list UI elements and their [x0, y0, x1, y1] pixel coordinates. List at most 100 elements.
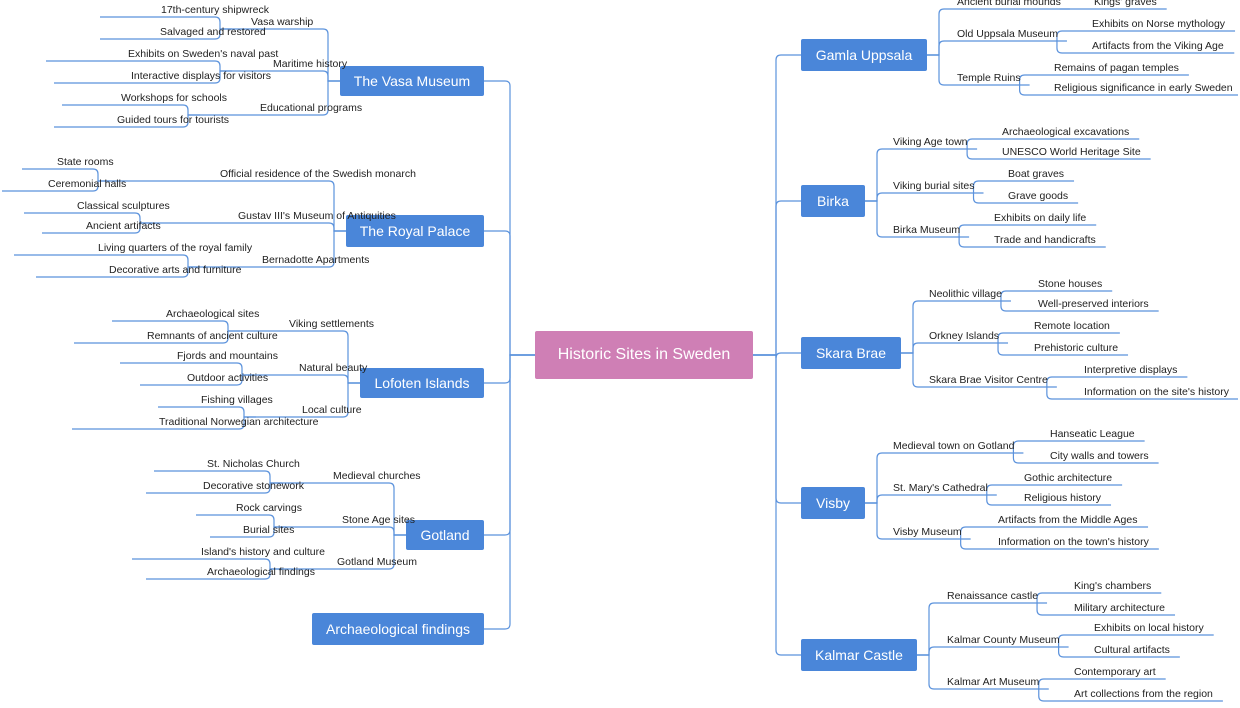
branch-visby[interactable]: Visby: [801, 487, 865, 519]
subtopic-grave-goods[interactable]: Grave goods: [1008, 190, 1069, 202]
link-artifacts-from-the-middle-ages: [960, 526, 1149, 539]
topic-neolithic-village[interactable]: Neolithic village: [929, 288, 1002, 300]
link-information-on-the-town-s-history: [960, 539, 1159, 550]
subtopic-archaeological-findings[interactable]: Archaeological findings: [207, 566, 315, 578]
topic-local-culture[interactable]: Local culture: [302, 404, 362, 416]
branch-lofoten-islands[interactable]: Lofoten Islands: [360, 368, 484, 398]
subtopic-traditional-norwegian-architecture[interactable]: Traditional Norwegian architecture: [159, 416, 319, 428]
topic-stone-age-sites[interactable]: Stone Age sites: [342, 514, 415, 526]
topic-kalmar-art-museum[interactable]: Kalmar Art Museum: [947, 676, 1040, 688]
subtopic-ancient-artifacts[interactable]: Ancient artifacts: [86, 220, 161, 232]
subtopic-outdoor-activities[interactable]: Outdoor activities: [187, 372, 269, 384]
subtopic-decorative-stonework[interactable]: Decorative stonework: [203, 480, 304, 492]
subtopic-hanseatic-league[interactable]: Hanseatic League: [1050, 428, 1135, 440]
subtopic-military-architecture[interactable]: Military architecture: [1074, 602, 1166, 614]
topic-medieval-churches[interactable]: Medieval churches: [333, 470, 421, 482]
subtopic-king-s-chambers[interactable]: King's chambers: [1074, 580, 1152, 592]
subtopic-st-nicholas-church[interactable]: St. Nicholas Church: [207, 458, 300, 470]
branch-gamla-uppsala[interactable]: Gamla Uppsala: [801, 39, 927, 71]
subtopic-remains-of-pagan-temples[interactable]: Remains of pagan temples: [1054, 62, 1179, 74]
subtopic-island-s-history-and-culture[interactable]: Island's history and culture: [201, 546, 325, 558]
topic-educational-programs[interactable]: Educational programs: [260, 102, 363, 114]
root-topic[interactable]: Historic Sites in Sweden: [535, 331, 753, 379]
subtopic-well-preserved-interiors[interactable]: Well-preserved interiors: [1038, 298, 1149, 310]
subtopic-city-walls-and-towers[interactable]: City walls and towers: [1050, 450, 1149, 462]
topic-medieval-town-on-gotland[interactable]: Medieval town on Gotland: [893, 440, 1015, 452]
branch-the-vasa-museum[interactable]: The Vasa Museum: [340, 66, 484, 96]
branch-skara-brae[interactable]: Skara Brae: [801, 337, 901, 369]
subtopic-burial-sites[interactable]: Burial sites: [243, 524, 295, 536]
link-maritime-history: [232, 70, 340, 82]
branch-gotland[interactable]: Gotland: [406, 520, 484, 550]
topic-vasa-warship[interactable]: Vasa warship: [251, 16, 314, 28]
subtopic-information-on-the-town-s-history[interactable]: Information on the town's history: [998, 536, 1149, 548]
topic-birka-museum[interactable]: Birka Museum: [893, 224, 961, 236]
link-ceremonial-halls: [2, 180, 110, 192]
subtopic-state-rooms[interactable]: State rooms: [57, 156, 114, 168]
subtopic-exhibits-on-sweden-s-naval-past[interactable]: Exhibits on Sweden's naval past: [128, 48, 279, 60]
topic-natural-beauty[interactable]: Natural beauty: [299, 362, 368, 374]
topic-kalmar-county-museum[interactable]: Kalmar County Museum: [947, 634, 1060, 646]
topic-visby-museum[interactable]: Visby Museum: [893, 526, 962, 538]
subtopic-boat-graves[interactable]: Boat graves: [1008, 168, 1065, 180]
topic-renaissance-castle[interactable]: Renaissance castle: [947, 590, 1039, 602]
topic-orkney-islands[interactable]: Orkney Islands: [929, 330, 1000, 342]
subtopic-remote-location[interactable]: Remote location: [1034, 320, 1110, 332]
subtopic-rock-carvings[interactable]: Rock carvings: [236, 502, 302, 514]
subtopic-exhibits-on-daily-life[interactable]: Exhibits on daily life: [994, 212, 1087, 224]
topic-old-uppsala-museum[interactable]: Old Uppsala Museum: [957, 28, 1058, 40]
topic-bernadotte-apartments[interactable]: Bernadotte Apartments: [262, 254, 370, 266]
subtopic-interactive-displays-for-visitors[interactable]: Interactive displays for visitors: [131, 70, 272, 82]
subtopic-prehistoric-culture[interactable]: Prehistoric culture: [1034, 342, 1119, 354]
subtopic-remnants-of-ancient-culture[interactable]: Remnants of ancient culture: [147, 330, 278, 342]
subtopic-trade-and-handicrafts[interactable]: Trade and handicrafts: [994, 234, 1096, 246]
topic-skara-brae-visitor-centre[interactable]: Skara Brae Visitor Centre: [929, 374, 1048, 386]
branch-birka[interactable]: Birka: [801, 185, 865, 217]
subtopic-interpretive-displays[interactable]: Interpretive displays: [1084, 364, 1178, 376]
subtopic-classical-sculptures[interactable]: Classical sculptures: [77, 200, 170, 212]
branch-archaeological-findings[interactable]: Archaeological findings: [312, 613, 484, 645]
subtopic-gothic-architecture[interactable]: Gothic architecture: [1024, 472, 1113, 484]
subtopic-living-quarters-of-the-royal-family[interactable]: Living quarters of the royal family: [98, 242, 253, 254]
subtopic-religious-significance-in-early-sweden[interactable]: Religious significance in early Sweden: [1054, 82, 1233, 94]
topic-maritime-history[interactable]: Maritime history: [273, 58, 348, 70]
topic-viking-settlements[interactable]: Viking settlements: [289, 318, 375, 330]
branch-the-royal-palace[interactable]: The Royal Palace: [346, 215, 484, 247]
subtopic-fjords-and-mountains[interactable]: Fjords and mountains: [177, 350, 278, 362]
topic-temple-ruins[interactable]: Temple Ruins: [957, 72, 1021, 84]
link-root-the-royal-palace: [484, 230, 535, 356]
subtopic-kings-graves[interactable]: Kings' graves: [1094, 0, 1157, 8]
topic-st-mary-s-cathedral[interactable]: St. Mary's Cathedral: [893, 482, 988, 494]
link-archaeological-findings: [146, 568, 282, 580]
topic-viking-age-town[interactable]: Viking Age town: [893, 136, 968, 148]
branch-kalmar-castle[interactable]: Kalmar Castle: [801, 639, 917, 671]
subtopic-guided-tours-for-tourists[interactable]: Guided tours for tourists: [117, 114, 230, 126]
subtopic-religious-history[interactable]: Religious history: [1024, 492, 1102, 504]
topic-gotland-museum[interactable]: Gotland Museum: [337, 556, 417, 568]
subtopic-stone-houses[interactable]: Stone houses: [1038, 278, 1103, 290]
subtopic-exhibits-on-local-history[interactable]: Exhibits on local history: [1094, 622, 1204, 634]
subtopic-17th-century-shipwreck[interactable]: 17th-century shipwreck: [161, 4, 269, 16]
subtopic-salvaged-and-restored[interactable]: Salvaged and restored: [160, 26, 266, 38]
topic-gustav-iii-s-museum-of-antiquities[interactable]: Gustav III's Museum of Antiquities: [238, 210, 396, 222]
subtopic-exhibits-on-norse-mythology[interactable]: Exhibits on Norse mythology: [1092, 18, 1226, 30]
subtopic-contemporary-art[interactable]: Contemporary art: [1074, 666, 1156, 678]
link-hanseatic-league: [1012, 440, 1145, 453]
subtopic-workshops-for-schools[interactable]: Workshops for schools: [121, 92, 228, 104]
subtopic-archaeological-sites[interactable]: Archaeological sites: [166, 308, 260, 320]
subtopic-decorative-arts-and-furniture[interactable]: Decorative arts and furniture: [109, 264, 242, 276]
subtopic-cultural-artifacts[interactable]: Cultural artifacts: [1094, 644, 1170, 656]
topic-official-residence-of-the-swedish-monarch[interactable]: Official residence of the Swedish monarc…: [220, 168, 416, 180]
subtopic-information-on-the-site-s-history[interactable]: Information on the site's history: [1084, 386, 1229, 398]
subtopic-ceremonial-halls[interactable]: Ceremonial halls: [48, 178, 127, 190]
link-medieval-town-on-gotland: [865, 452, 1024, 504]
subtopic-art-collections-from-the-region[interactable]: Art collections from the region: [1074, 688, 1213, 700]
subtopic-unesco-world-heritage-site[interactable]: UNESCO World Heritage Site: [1002, 146, 1141, 158]
topic-ancient-burial-mounds[interactable]: Ancient burial mounds: [957, 0, 1061, 8]
subtopic-fishing-villages[interactable]: Fishing villages: [201, 394, 273, 406]
subtopic-artifacts-from-the-viking-age[interactable]: Artifacts from the Viking Age: [1092, 40, 1224, 52]
link-salvaged-and-restored: [100, 28, 232, 40]
topic-viking-burial-sites[interactable]: Viking burial sites: [893, 180, 975, 192]
subtopic-artifacts-from-the-middle-ages[interactable]: Artifacts from the Middle Ages: [998, 514, 1138, 526]
subtopic-archaeological-excavations[interactable]: Archaeological excavations: [1002, 126, 1130, 138]
